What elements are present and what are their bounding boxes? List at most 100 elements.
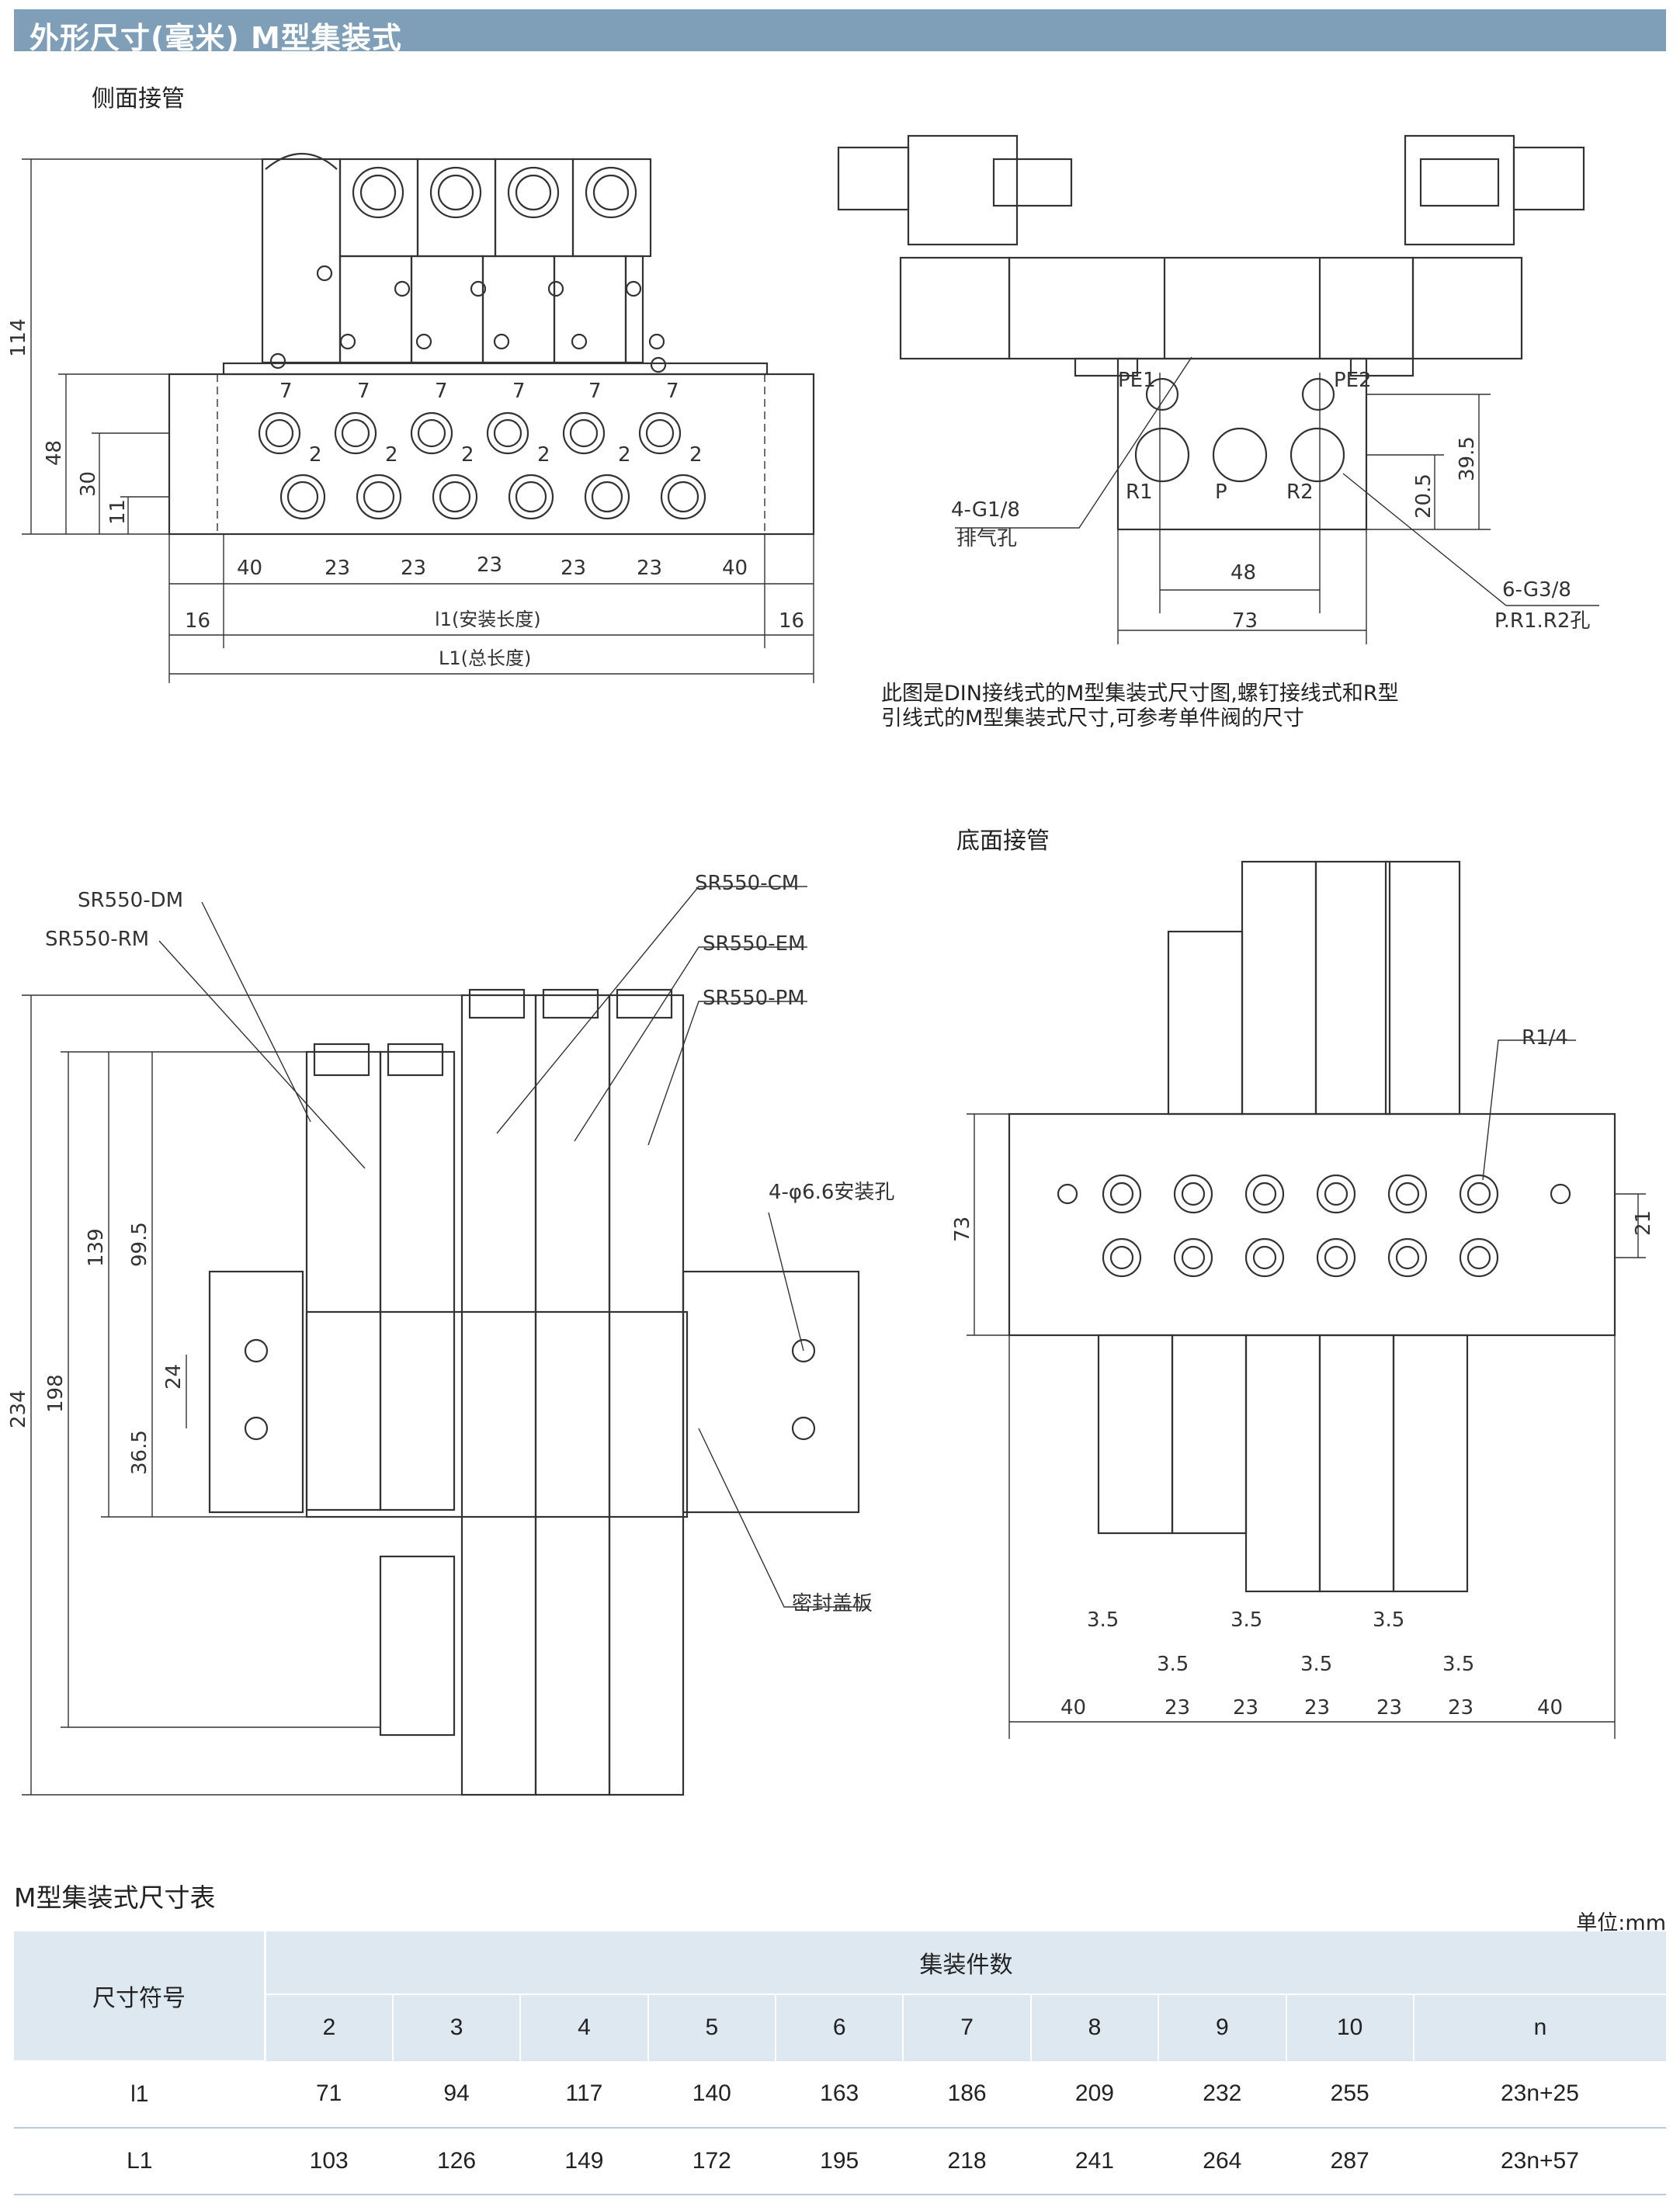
table-cell: 255	[1286, 2060, 1414, 2129]
dim-top-7: 7	[279, 380, 293, 403]
port-pe1: PE1	[1118, 369, 1156, 392]
exhaust-callout-desc: 排气孔	[956, 527, 1017, 550]
port-callout-desc: P.R1.R2孔	[1494, 609, 1590, 633]
table-cell: 94	[392, 2060, 521, 2129]
column-header: 9	[1158, 1994, 1287, 2061]
dim-pitch: 40	[1060, 1696, 1086, 1719]
bottom-view-drawing: R1/4 73 21 3.5 3.5 3.5 3.5 3.5 3.5 40 23…	[951, 860, 1655, 1739]
dim-21: 21	[1632, 1210, 1655, 1236]
count-header: 集装件数	[265, 1931, 1666, 1995]
offset-3-5: 3.5	[1300, 1653, 1332, 1676]
dim-top-7: 7	[435, 380, 448, 403]
dim-234: 234	[7, 1390, 30, 1428]
column-header: 3	[392, 1994, 522, 2061]
dim-end-16: 16	[185, 609, 210, 633]
dim-pitch: 23	[477, 553, 502, 577]
dim-2: 2	[537, 443, 550, 467]
row-label: L1	[14, 2127, 266, 2195]
offset-3-5: 3.5	[1442, 1653, 1474, 1676]
end-view-drawing: PE1 PE2 R1 P R2 4-G1/8 排气孔 6-G3/8 P.R1.R…	[837, 134, 1599, 644]
table-cell: 195	[776, 2127, 904, 2195]
table-cell: 264	[1158, 2127, 1286, 2195]
drawing-note: 此图是DIN接线式的M型集装式尺寸图,螺钉接线式和R型引线式的M型集装式尺寸,可…	[881, 682, 1399, 730]
l1-mount-length: l1(安装长度)	[435, 609, 541, 630]
thread-r14: R1/4	[1522, 1026, 1568, 1050]
dim-24: 24	[162, 1364, 186, 1390]
model-sr550-em: SR550-EM	[703, 932, 805, 956]
dim-2: 2	[461, 443, 474, 467]
side-view-drawing: 114 48 30 11 7 7 7 7 7 7 2 2 2 2 2 2 40 …	[7, 153, 815, 683]
offset-3-5: 3.5	[1087, 1608, 1119, 1632]
model-sr550-dm: SR550-DM	[78, 889, 183, 912]
table-cell: 117	[520, 2060, 648, 2129]
L1-total-length: L1(总长度)	[439, 647, 531, 669]
dim-36-5: 36.5	[128, 1430, 151, 1475]
dim-top-7: 7	[588, 380, 602, 403]
top-view-drawing: SR550-DM SR550-RM SR550-CM SR550-EM SR55…	[7, 872, 894, 1796]
table-title: M型集装式尺寸表	[14, 1883, 216, 1913]
seal-plate-label: 密封盖板	[792, 1592, 873, 1615]
port-p: P	[1215, 481, 1227, 504]
symbol-header: 尺寸符号	[14, 1931, 266, 2062]
offset-3-5: 3.5	[1230, 1608, 1262, 1632]
bottom-piping-heading: 底面接管	[956, 828, 1050, 855]
table-cell: 23n+25	[1413, 2060, 1666, 2129]
dim-39-5: 39.5	[1456, 436, 1479, 481]
table-row: l1 71 94 117 140 163 186 209 232 255 23n…	[14, 2060, 1666, 2129]
dim-pitch: 23	[325, 557, 350, 580]
dim-pitch: 23	[1304, 1696, 1330, 1719]
table-cell: 287	[1286, 2127, 1414, 2195]
dim-198: 198	[44, 1374, 68, 1413]
dim-end-16: 16	[779, 609, 804, 633]
dim-139: 139	[85, 1228, 108, 1267]
dim-top-7: 7	[666, 380, 679, 403]
table-column-row: 2 3 4 5 6 7 8 9 10 n	[14, 1994, 1666, 2061]
offset-3-5: 3.5	[1373, 1608, 1404, 1632]
dim-48: 48	[1230, 561, 1256, 585]
table-cell: 140	[647, 2060, 776, 2129]
dim-top-7: 7	[512, 380, 526, 403]
table-cell: 149	[520, 2127, 648, 2195]
table-cell: 241	[1030, 2127, 1159, 2195]
dim-73: 73	[951, 1216, 974, 1242]
table-cell: 186	[903, 2060, 1031, 2129]
dim-top-7: 7	[357, 380, 370, 403]
table-header-row: 尺寸符号 集装件数	[14, 1931, 1666, 2062]
dim-114: 114	[7, 318, 30, 357]
dim-20-5: 20.5	[1412, 474, 1435, 519]
table-cell: 71	[265, 2060, 393, 2129]
table-cell: 218	[903, 2127, 1031, 2195]
model-sr550-cm: SR550-CM	[695, 872, 799, 895]
dim-pitch: 23	[1376, 1696, 1402, 1719]
port-r2: R2	[1286, 481, 1314, 504]
dim-pitch: 23	[401, 557, 426, 580]
dim-99-5: 99.5	[128, 1222, 151, 1267]
row-label: l1	[14, 2060, 266, 2129]
table-cell: 209	[1030, 2060, 1159, 2129]
dim-pitch: 40	[1537, 1696, 1563, 1719]
column-header: 6	[776, 1994, 904, 2061]
dim-48: 48	[43, 440, 66, 466]
dim-2: 2	[618, 443, 631, 467]
port-pe2: PE2	[1334, 369, 1372, 392]
mount-hole-label: 4-φ6.6安装孔	[769, 1181, 894, 1204]
dim-pitch: 40	[237, 557, 262, 580]
dim-30: 30	[77, 471, 100, 497]
model-sr550-rm: SR550-RM	[45, 928, 149, 951]
table-row: L1 103 126 149 172 195 218 241 264 287 2…	[14, 2127, 1666, 2195]
column-header: 10	[1286, 1994, 1414, 2061]
table-cell: 163	[776, 2060, 904, 2129]
technical-drawings: 114 48 30 11 7 7 7 7 7 7 2 2 2 2 2 2 40 …	[7, 134, 1655, 1796]
table-cell: 172	[647, 2127, 776, 2195]
dim-73: 73	[1232, 609, 1258, 633]
offset-3-5: 3.5	[1157, 1653, 1189, 1676]
dim-pitch: 23	[1165, 1696, 1190, 1719]
dim-pitch: 23	[1448, 1696, 1473, 1719]
port-r1: R1	[1126, 481, 1153, 504]
model-sr550-pm: SR550-PM	[703, 987, 805, 1010]
column-header: 5	[647, 1994, 777, 2061]
dim-pitch: 23	[637, 557, 662, 580]
dim-2: 2	[689, 443, 703, 467]
dim-pitch: 23	[1233, 1696, 1258, 1719]
dimension-table: 尺寸符号 集装件数 2 3 4 5 6 7 8 9 10 n l1 71 94 …	[14, 1931, 1666, 2195]
